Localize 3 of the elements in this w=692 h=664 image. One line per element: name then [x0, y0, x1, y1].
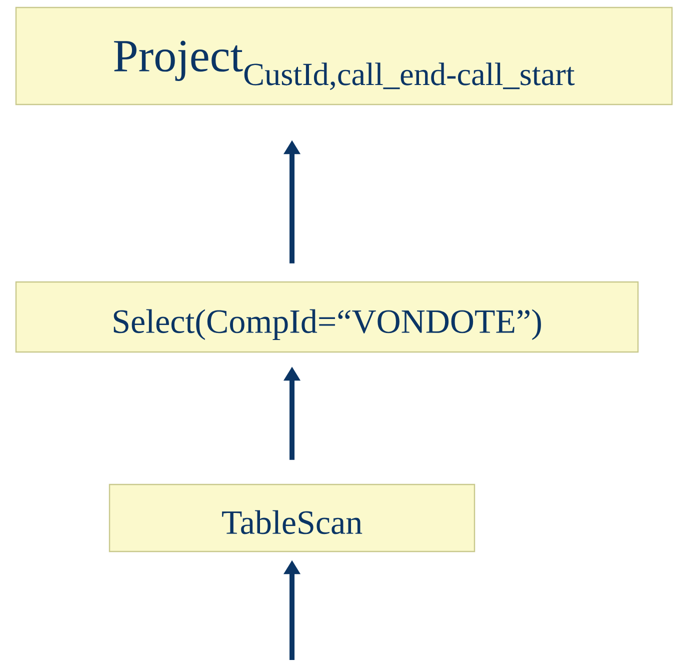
- operator-box: $\text{Project}_{\text{CustId,call\_end-call\_start}}$: [15, 6, 673, 106]
- operator-box: Select(CompId=“VONDOTE”): [15, 281, 639, 353]
- operator-box: TableScan: [108, 484, 476, 552]
